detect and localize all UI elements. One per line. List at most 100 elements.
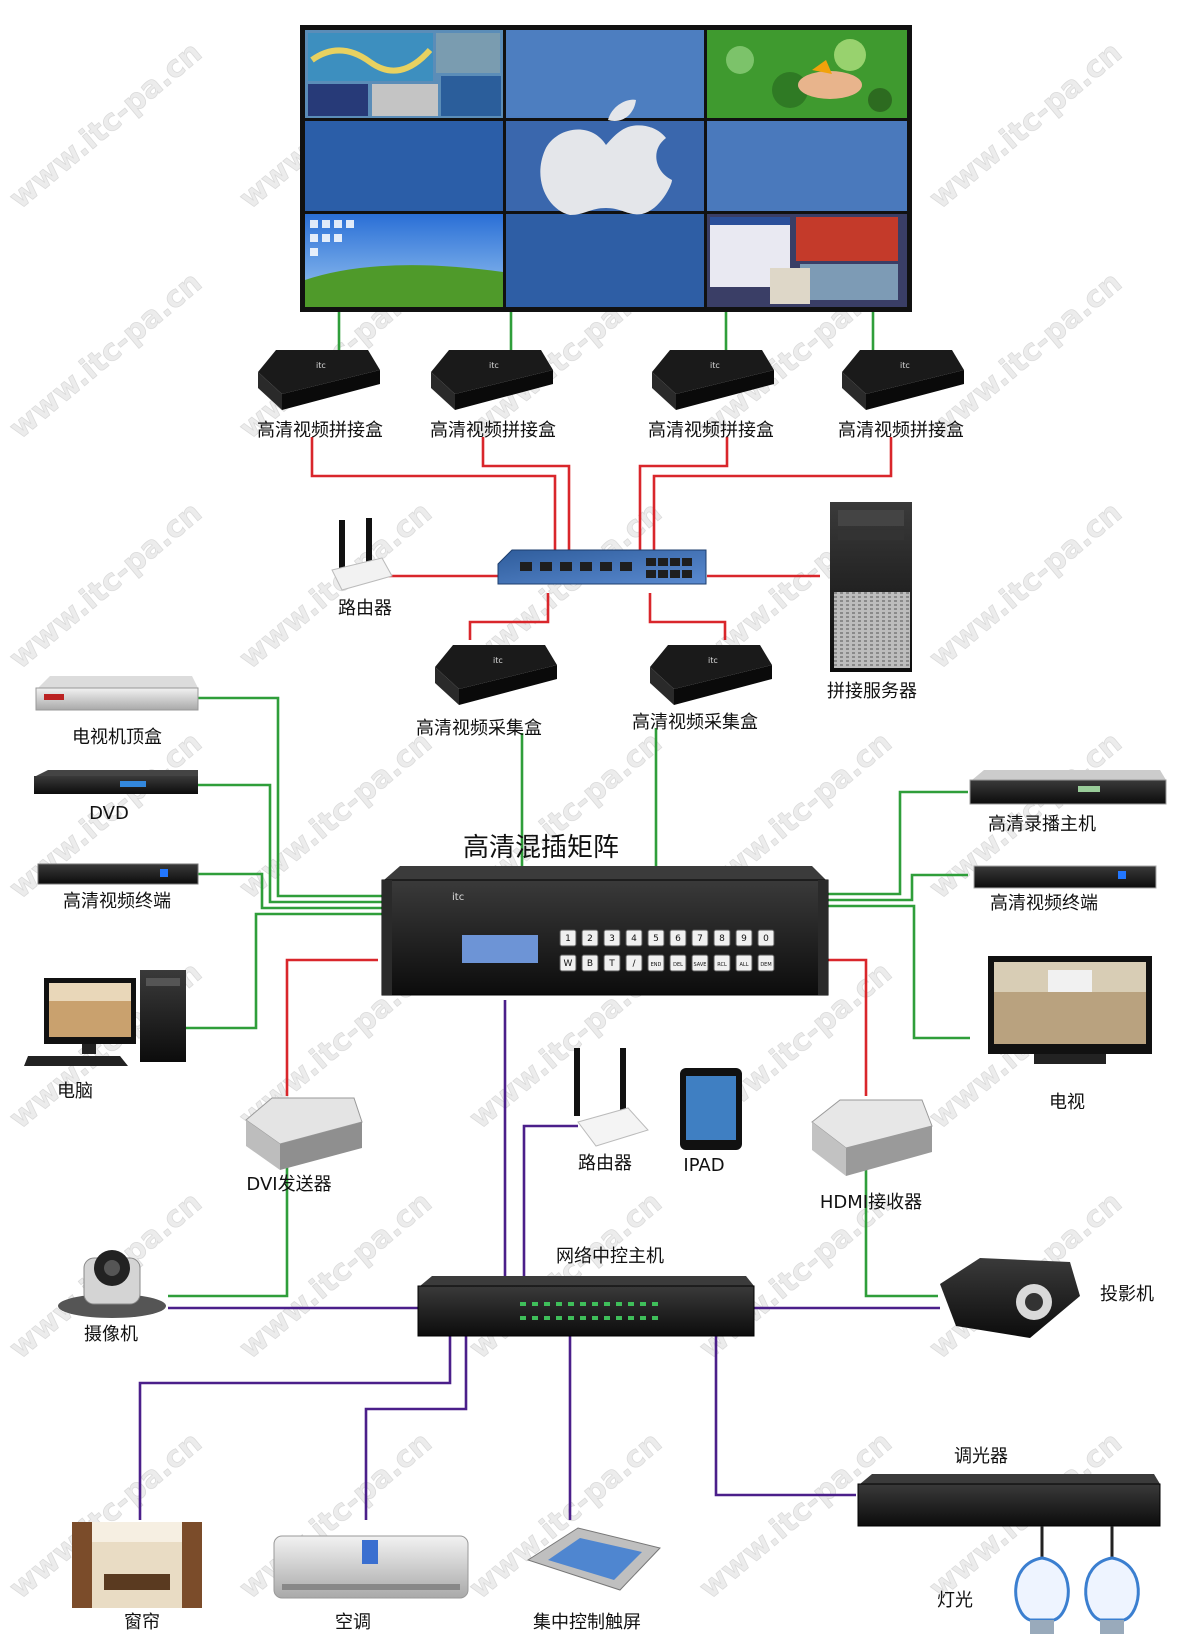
label-matrix: 高清混插矩阵 xyxy=(462,833,620,863)
label-splicer-2: 高清视频拼接盒 xyxy=(430,420,556,441)
label-hd-terminal-right: 高清视频终端 xyxy=(990,893,1098,914)
label-router-mid: 路由器 xyxy=(578,1153,632,1174)
matrix-lcd xyxy=(462,935,538,963)
status-led xyxy=(592,1316,598,1320)
label-splice-server: 拼接服务器 xyxy=(827,681,917,702)
status-led xyxy=(568,1302,574,1306)
watermark-text: www.itc-pa.cn xyxy=(3,265,209,446)
status-led xyxy=(616,1302,622,1306)
label-recorder: 高清录播主机 xyxy=(988,814,1096,835)
label-hdmi-receiver: HDMI接收器 xyxy=(819,1192,923,1213)
capture-box-2: itc xyxy=(650,645,772,705)
status-led xyxy=(604,1316,610,1320)
status-led xyxy=(520,1302,526,1306)
keypad-key: 5 xyxy=(647,929,665,947)
splicer-box-1: itc xyxy=(258,350,380,410)
svg-text:DEL: DEL xyxy=(673,962,683,968)
watermark-text: www.itc-pa.cn xyxy=(233,1185,439,1366)
hd-terminal-left-device xyxy=(37,863,199,885)
svg-text:0: 0 xyxy=(763,934,769,944)
svg-text:1: 1 xyxy=(565,934,571,944)
watermark-text: www.itc-pa.cn xyxy=(463,1185,669,1366)
status-led xyxy=(568,1316,574,1320)
status-led xyxy=(520,1316,526,1320)
svg-text:itc: itc xyxy=(708,656,718,665)
control-host-device xyxy=(417,1276,755,1337)
status-led xyxy=(544,1302,550,1306)
keypad-key: 6 xyxy=(669,929,687,947)
keypad-key: 1 xyxy=(559,929,577,947)
keypad-key: 2 xyxy=(581,929,599,947)
video-links-wall xyxy=(337,312,875,350)
status-led xyxy=(532,1316,538,1320)
ethernet-links xyxy=(285,437,893,1096)
recorder-device xyxy=(969,770,1167,805)
keypad-key: DEM xyxy=(757,954,775,972)
watermark-text: www.itc-pa.cn xyxy=(3,495,209,676)
air-conditioner-device xyxy=(273,1535,469,1599)
video-links-matrix xyxy=(168,696,970,1298)
wall-screen-6 xyxy=(707,121,907,211)
label-camera: 摄像机 xyxy=(84,1324,138,1345)
label-dvi-sender: DVI发送器 xyxy=(246,1174,332,1195)
connection-lines xyxy=(138,312,970,1520)
keypad-key: ALL xyxy=(735,954,753,972)
keypad-key: 4 xyxy=(625,929,643,947)
wall-screen-4 xyxy=(305,121,503,211)
svg-text:DEM: DEM xyxy=(760,962,771,968)
keypad-key: T xyxy=(603,954,621,972)
status-led xyxy=(628,1302,634,1306)
status-led xyxy=(556,1302,562,1306)
watermark-text: www.itc-pa.cn xyxy=(923,35,1129,216)
status-led xyxy=(616,1316,622,1320)
svg-text:3: 3 xyxy=(609,934,615,944)
keypad-key: DEL xyxy=(669,954,687,972)
hdmi-receiver-device xyxy=(811,1099,933,1176)
touch-screen-device xyxy=(526,1527,661,1591)
svg-text:RCL: RCL xyxy=(717,962,727,968)
svg-text:ALL: ALL xyxy=(740,962,749,968)
keypad-key: 3 xyxy=(603,929,621,947)
watermark-text: www.itc-pa.cn xyxy=(463,1425,669,1606)
splicer-box-4: itc xyxy=(842,350,964,410)
splicer-box-2: itc xyxy=(431,350,553,410)
svg-text:8: 8 xyxy=(719,934,725,944)
keypad-key: / xyxy=(625,954,643,972)
label-ipad: IPAD xyxy=(683,1155,725,1176)
svg-text:itc: itc xyxy=(900,361,910,370)
svg-text:4: 4 xyxy=(631,934,637,944)
label-projector: 投影机 xyxy=(1100,1284,1154,1305)
label-splicer-4: 高清视频拼接盒 xyxy=(838,420,964,441)
label-splicer-3: 高清视频拼接盒 xyxy=(648,420,774,441)
light-bulb-icon xyxy=(1014,1526,1070,1634)
splicer-box-3: itc xyxy=(652,350,774,410)
status-led xyxy=(628,1316,634,1320)
status-led xyxy=(544,1316,550,1320)
tv-stb-device xyxy=(35,676,199,711)
keypad-key: W xyxy=(559,954,577,972)
label-curtain: 窗帘 xyxy=(124,1612,160,1633)
svg-text:9: 9 xyxy=(741,934,747,944)
keypad-key: RCL xyxy=(713,954,731,972)
status-led xyxy=(580,1316,586,1320)
control-links xyxy=(138,1000,940,1520)
network-switch xyxy=(497,549,707,585)
svg-text:T: T xyxy=(608,959,615,969)
keypad-key: 9 xyxy=(735,929,753,947)
ipad-device xyxy=(680,1068,742,1150)
status-led xyxy=(640,1302,646,1306)
status-led xyxy=(604,1302,610,1306)
svg-text:2: 2 xyxy=(587,934,593,944)
camera-device xyxy=(58,1250,166,1318)
light-bulb-icon xyxy=(1084,1526,1140,1634)
svg-text:END: END xyxy=(651,962,662,968)
svg-text:B: B xyxy=(587,959,593,969)
svg-text:itc: itc xyxy=(710,361,720,370)
router-mid-device xyxy=(574,1048,649,1147)
matrix-brand: itc xyxy=(452,892,464,903)
watermark-text: www.itc-pa.cn xyxy=(233,495,439,676)
